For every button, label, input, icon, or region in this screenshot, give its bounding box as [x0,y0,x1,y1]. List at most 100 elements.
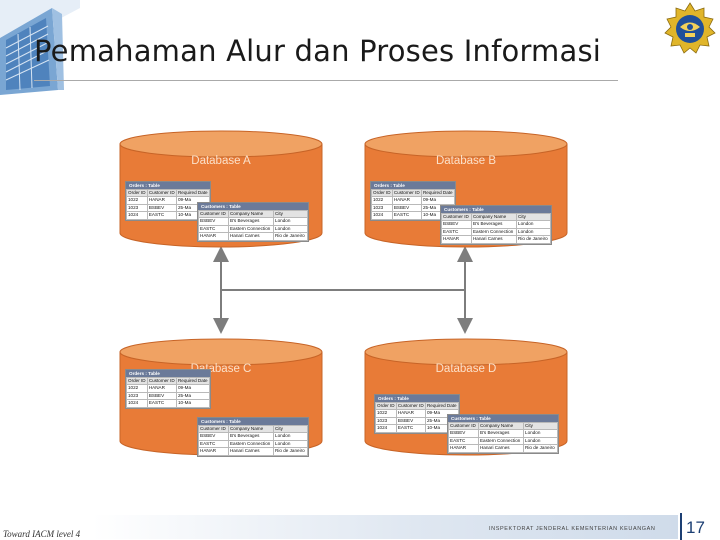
database-label: Database D [435,363,497,375]
table-header: Required Date [175,188,211,198]
table-cell: Eastern Connection [477,436,525,446]
table-cell: London [516,227,551,237]
database-label: Database B [435,155,497,167]
footer-divider [680,513,682,540]
table-cell: BSBEV [448,429,479,438]
footer-organization: INSPEKTORAT JENDERAL KEMENTERIAN KEUANGA… [489,526,656,532]
table-cell: B's Beverages [227,217,275,226]
table-cell: 1024 [126,211,148,220]
table-cell: HANAR [146,384,177,393]
table-cell: 1023 [375,416,397,426]
table-cell: London [273,439,308,449]
table-cell: HANAR [441,235,472,244]
table-cell: BSBEV [395,416,426,426]
table-header: Order ID [126,188,148,198]
table-header: City [523,421,558,431]
table-cell: London [273,432,308,441]
table-header: Company Name [470,212,518,222]
table-header: Customer ID [391,188,422,198]
page-number: 17 [686,518,705,537]
table-cell: EASTC [146,211,177,220]
table-cell: Hanari Carnes [470,235,518,244]
table-cell: 1023 [126,391,148,401]
table-header: City [516,212,551,222]
table-cell: Hanari Carnes [477,444,525,453]
table-header: Company Name [227,209,275,219]
table-cell: BSBEV [198,217,229,226]
table-title: Customers : Table [441,206,551,213]
table-header: Order ID [371,188,393,198]
table-cell: HANAR [448,444,479,453]
table-cell: BSBEV [391,203,422,213]
table-header: Customer ID [448,421,479,431]
table-cell: EASTC [198,439,229,449]
building-logo-icon [0,0,80,95]
table-header: Company Name [477,421,525,431]
table-title: Orders : Table [375,395,459,402]
table-cell: EASTC [146,399,177,408]
table-cell: EASTC [395,424,426,433]
table-cell: London [523,429,558,438]
table-header: Customer ID [441,212,472,222]
table-cell: 09-Ma [424,409,460,418]
table-cell: 1022 [371,196,393,205]
table-header: Order ID [375,401,397,411]
table-header: Customer ID [146,376,177,386]
table-cell: Rio de Janeiro [273,447,308,456]
table-cell: 1024 [375,424,397,433]
table-cell: BSBEV [146,391,177,401]
table-cell: London [273,224,308,234]
footer-left-text: Toward IACM level 4 [3,529,81,539]
table-cell: EASTC [391,211,422,220]
table-cell: Eastern Connection [470,227,518,237]
table-cell: 09-Ma [420,196,456,205]
table-cell: Eastern Connection [227,224,275,234]
table-header: Required Date [420,188,456,198]
table-cell: B's Beverages [470,220,518,229]
table-cell: Hanari Carnes [227,447,275,456]
table-cell: London [273,217,308,226]
table-cell: HANAR [198,232,229,241]
table-cell: 1022 [375,409,397,418]
table-cell: 1024 [126,399,148,408]
table-cell: 09-Ma [175,384,211,393]
table-header: City [273,209,308,219]
table-header: City [273,424,308,434]
table-title: Customers : Table [448,415,558,422]
table-cell: 1024 [371,211,393,220]
table-cell: B's Beverages [477,429,525,438]
table-cell: Rio de Janeiro [273,232,308,241]
page-title: Pemahaman Alur dan Proses Informasi [34,34,602,68]
table-header: Order ID [126,376,148,386]
table-cell: London [516,220,551,229]
table-title: Orders : Table [371,182,455,189]
table-cell: EASTC [198,224,229,234]
table-cell: HANAR [146,196,177,205]
table-cell: 1023 [126,203,148,213]
table-cell: 10-Ma [175,399,211,408]
